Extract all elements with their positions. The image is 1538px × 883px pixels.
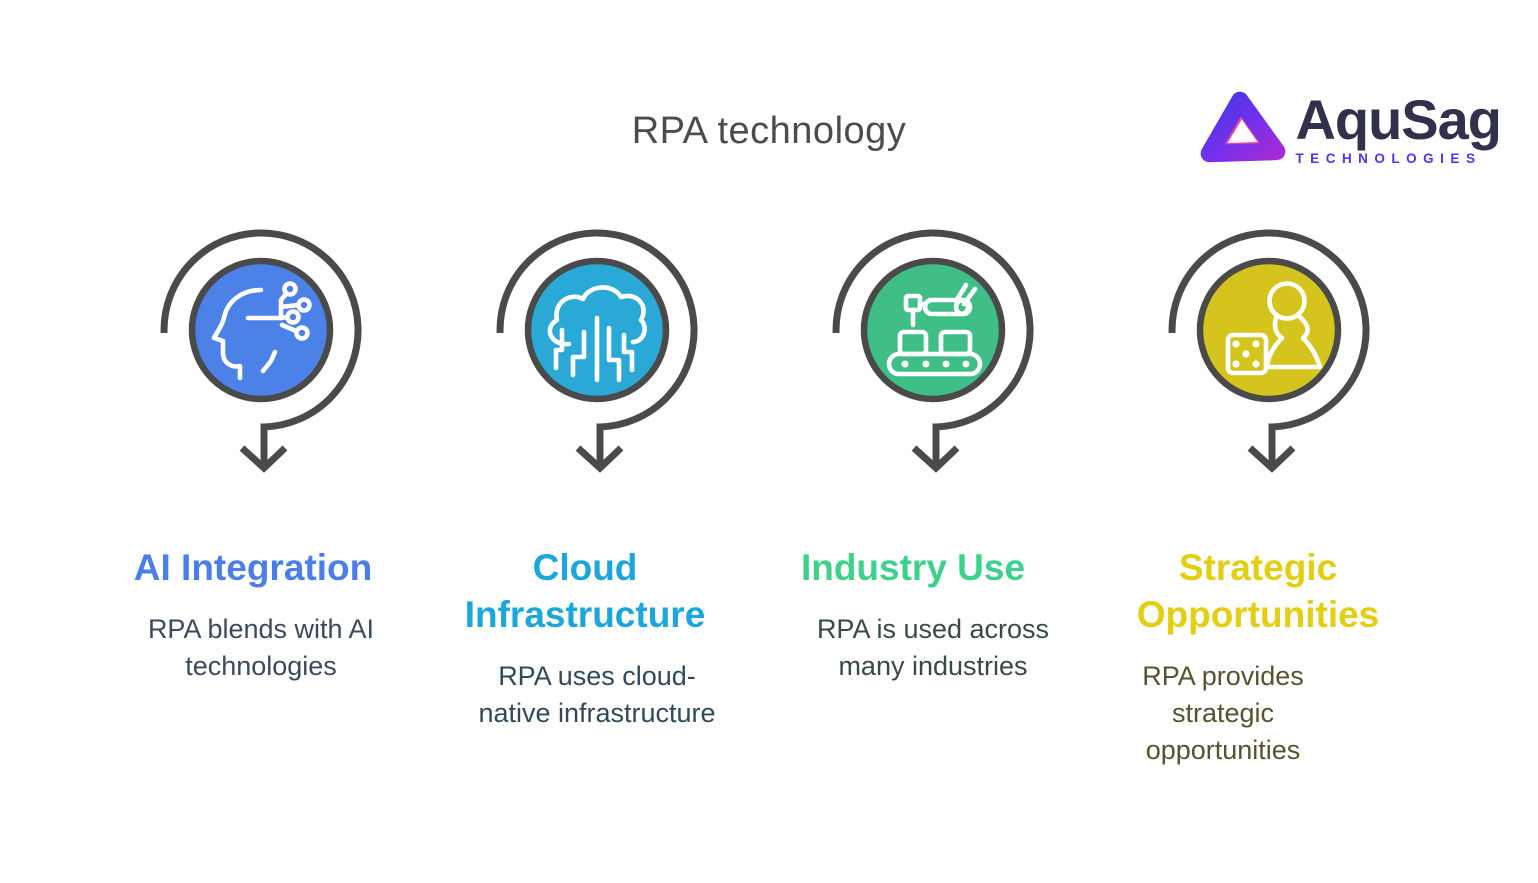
- logo-mark-icon: [1201, 91, 1286, 163]
- columns: AI Integration RPA blends with AI techno…: [93, 218, 1437, 769]
- industry-use-badge: [832, 229, 1034, 473]
- column-heading: AI Integration: [133, 547, 373, 588]
- loop-arrow-icon: [160, 229, 362, 473]
- column-description: RPA is used across many industries: [816, 614, 1050, 681]
- strategic-opportunities-badge: [1168, 229, 1370, 473]
- column-cloud-infrastructure: Cloud Infrastructure RPA uses cloud- nat…: [429, 218, 765, 769]
- circle-badge: [188, 257, 334, 403]
- loop-arrow-icon: [832, 229, 1034, 473]
- loop-arrow-icon: [1168, 229, 1370, 473]
- column-heading: Cloud Infrastructure: [464, 547, 706, 635]
- column-heading: Strategic Opportunities: [1136, 547, 1380, 635]
- column-description: RPA uses cloud- native infrastructure: [478, 661, 716, 728]
- brand-name: AquSag: [1295, 88, 1502, 151]
- conveyor-robot-icon: [886, 282, 983, 377]
- ai-head-icon: [211, 281, 312, 381]
- column-strategic-opportunities: Strategic Opportunities RPA provides str…: [1101, 218, 1437, 769]
- column-heading: Industry Use: [800, 547, 1026, 588]
- column-industry-use: Industry Use RPA is used across many ind…: [765, 218, 1101, 769]
- circle-badge: [860, 257, 1006, 403]
- cloud-circuit-icon: [547, 285, 647, 383]
- cloud-infrastructure-badge: [496, 229, 698, 473]
- column-description: RPA provides strategic opportunities: [1142, 661, 1304, 765]
- ai-integration-badge: [160, 229, 362, 473]
- column-description: RPA blends with AI technologies: [147, 614, 375, 681]
- brand-subtitle: TECHNOLOGIES: [1295, 151, 1482, 166]
- brand-logo: AquSag TECHNOLOGIES: [1195, 86, 1502, 172]
- column-ai-integration: AI Integration RPA blends with AI techno…: [93, 218, 429, 769]
- circle-badge: [1196, 257, 1342, 403]
- dice-pawn-icon: [1225, 281, 1323, 376]
- page-title: RPA technology: [631, 110, 907, 152]
